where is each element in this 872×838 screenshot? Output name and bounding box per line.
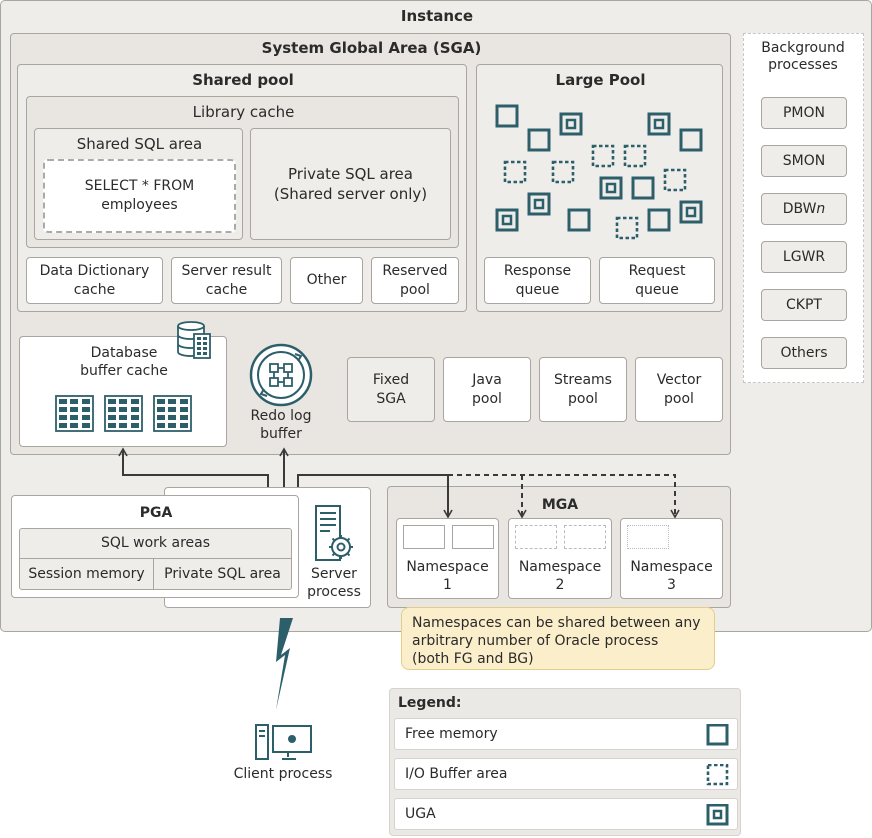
bg-process-others: Others — [761, 337, 847, 369]
namespace-label: Namespace 2 — [518, 559, 602, 594]
free-memory-icon — [647, 208, 671, 232]
legend-title: Legend: — [398, 695, 462, 711]
namespace-note: Namespaces can be shared between any arb… — [401, 607, 715, 670]
reserved-pool: Reserved pool — [371, 257, 459, 304]
shared-sql-area-title: Shared SQL area — [76, 135, 203, 153]
namespace-slot — [627, 525, 669, 549]
uga-icon — [679, 200, 703, 224]
redo-log-icon — [249, 343, 313, 407]
namespace-slot — [452, 525, 494, 549]
legend-item-uga: UGA — [394, 798, 738, 830]
pga-private-sql-area: Private SQL area — [153, 558, 292, 590]
uga-icon — [706, 804, 729, 826]
uga-icon — [527, 192, 551, 216]
arrow-to-namespace-1 — [297, 474, 453, 519]
io-buffer-icon — [706, 764, 729, 786]
namespace-3: Namespace 3 — [620, 518, 723, 599]
client-process-label: Client process — [233, 766, 333, 782]
vector-pool: Vector pool — [635, 357, 723, 422]
namespace-slot — [564, 525, 606, 549]
namespace-label: Namespace 1 — [406, 559, 489, 594]
io-buffer-icon — [623, 144, 647, 168]
uga-icon — [647, 112, 671, 136]
bg-process-label: CKPT — [786, 296, 822, 313]
namespace-1: Namespace 1 — [396, 518, 499, 599]
bg-process-label: LGWR — [782, 248, 826, 265]
client-computer-icon — [255, 724, 312, 760]
pga-title: PGA — [139, 505, 173, 521]
data-dictionary-cache: Data Dictionary cache — [26, 257, 163, 304]
large-pool-memory-icons — [495, 104, 703, 240]
free-memory-icon — [706, 724, 729, 746]
io-buffer-icon — [663, 168, 687, 192]
namespace-label: Namespace 3 — [630, 559, 713, 594]
instance-title: Instance — [400, 7, 474, 25]
server-process-label: Server process — [307, 566, 361, 601]
bg-process-suffix: n — [816, 200, 826, 217]
library-cache-title: Library cache — [192, 103, 295, 121]
legend-item-io-buffer: I/O Buffer area — [394, 758, 738, 790]
server-result-cache: Server result cache — [171, 257, 282, 304]
java-pool: Java pool — [443, 357, 531, 422]
arrow-to-buffer-cache — [118, 447, 269, 487]
bg-process-pmon: PMON — [761, 97, 847, 129]
session-memory: Session memory — [19, 558, 154, 590]
namespace-2: Namespace 2 — [508, 518, 612, 599]
streams-pool: Streams pool — [539, 357, 627, 422]
bg-process-label: Others — [780, 344, 828, 361]
redo-log-buffer-label: Redo log buffer — [250, 408, 312, 443]
io-buffer-icon — [551, 160, 575, 184]
bg-process-label: DBW — [782, 200, 817, 217]
legend-label: Free memory — [405, 726, 498, 742]
namespace-slot — [515, 525, 557, 549]
bg-process-label: PMON — [782, 104, 825, 121]
private-sql-area-shared-server: Private SQL area (Shared server only) — [250, 128, 451, 240]
uga-icon — [559, 112, 583, 136]
namespace-slot — [403, 525, 445, 549]
request-queue: Request queue — [599, 257, 715, 304]
sql-statement: SELECT * FROM employees — [43, 159, 236, 233]
arrow-to-namespace-2 — [448, 474, 680, 519]
io-buffer-icon — [615, 216, 639, 240]
free-memory-icon — [567, 208, 591, 232]
free-memory-icon — [631, 176, 655, 200]
response-queue: Response queue — [484, 257, 591, 304]
shared-pool-title: Shared pool — [192, 71, 294, 89]
background-processes-title: Background processes — [761, 40, 845, 73]
legend-label: I/O Buffer area — [405, 766, 508, 782]
database-icon — [177, 321, 211, 359]
io-buffer-icon — [591, 144, 615, 168]
large-pool-title: Large Pool — [555, 71, 646, 89]
bg-process-smon: SMON — [761, 145, 847, 177]
mga-title: MGA — [541, 497, 579, 513]
uga-icon — [599, 176, 623, 200]
bg-process-lgwr: LGWR — [761, 241, 847, 273]
free-memory-icon — [527, 128, 551, 152]
database-buffer-cache-label: Database buffer cache — [80, 345, 168, 380]
free-memory-icon — [495, 104, 519, 128]
free-memory-icon — [679, 128, 703, 152]
fixed-sga: Fixed SGA — [347, 357, 435, 422]
uga-icon — [495, 208, 519, 232]
bg-process-label: SMON — [782, 152, 826, 169]
bg-process-ckpt: CKPT — [761, 289, 847, 321]
buffer-blocks-icon — [55, 395, 192, 432]
sga-title: System Global Area (SGA) — [261, 39, 482, 57]
lightning-bolt-icon — [276, 618, 293, 710]
io-buffer-icon — [503, 160, 527, 184]
legend-item-free-memory: Free memory — [394, 718, 738, 750]
server-process-icon — [315, 505, 353, 561]
other-cache: Other — [290, 257, 363, 304]
legend-label: UGA — [405, 806, 436, 822]
